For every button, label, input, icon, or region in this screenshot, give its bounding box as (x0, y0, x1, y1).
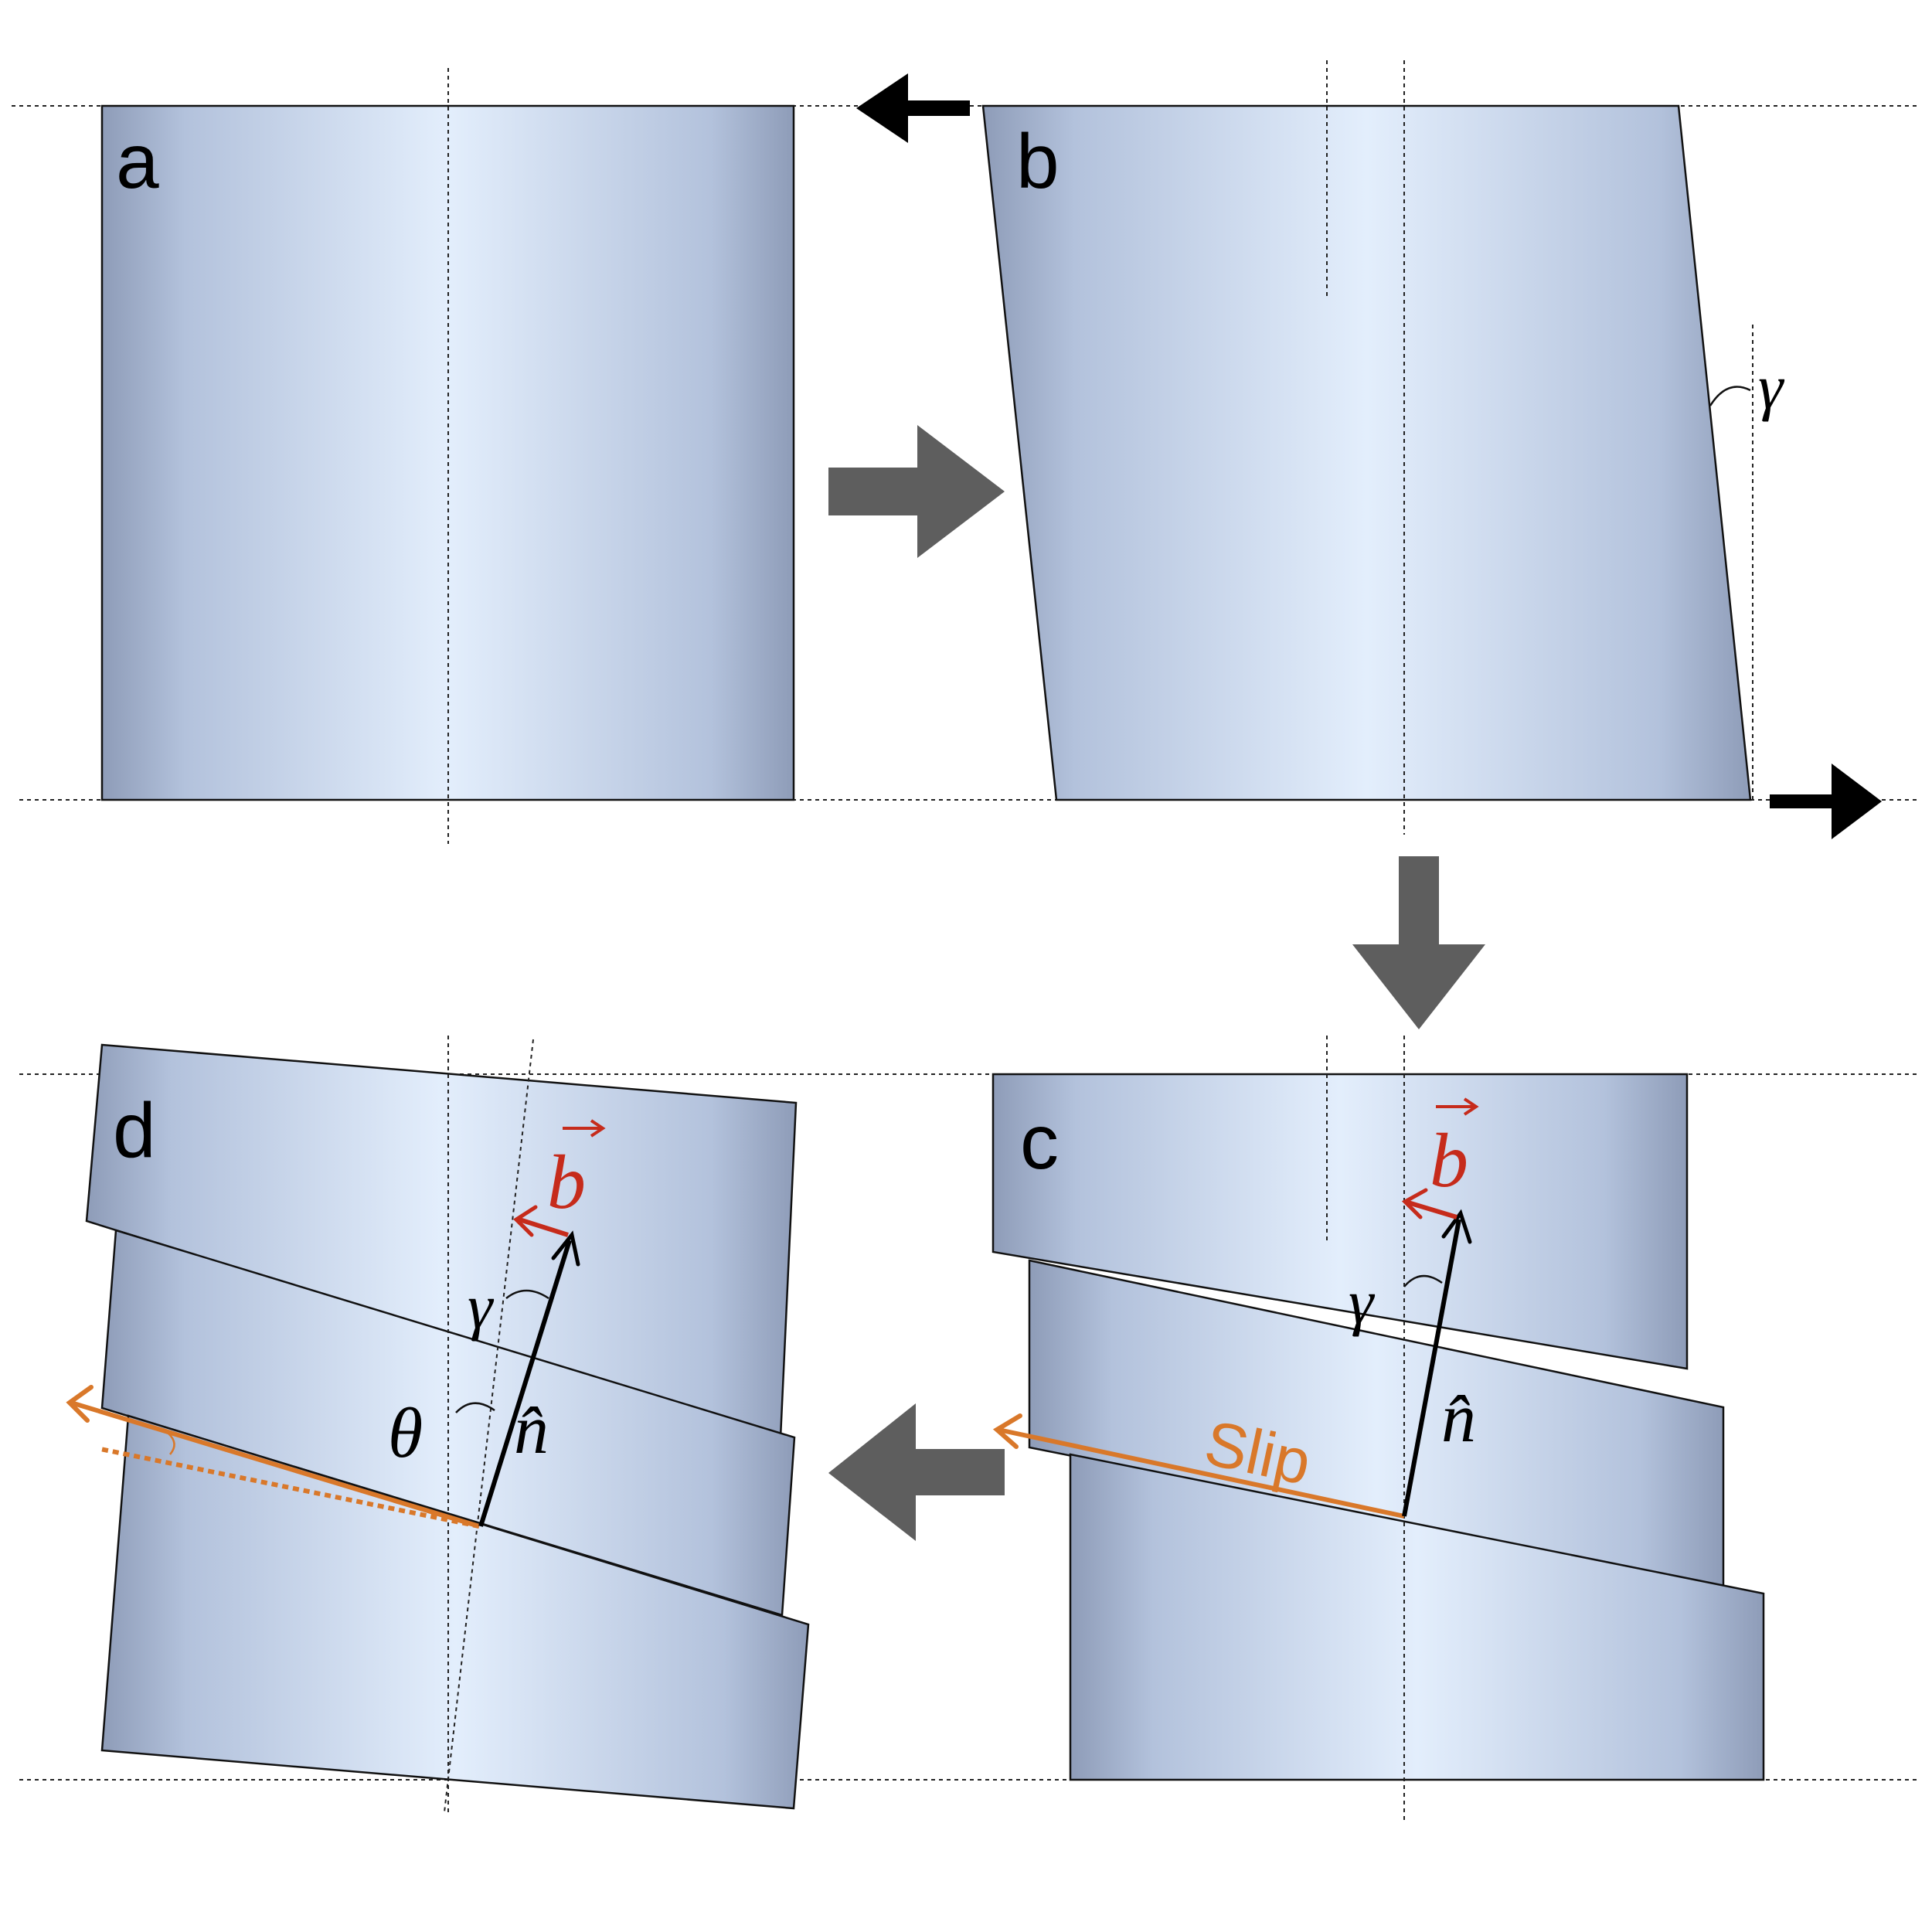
burgers-arrowhead-c (1401, 1188, 1428, 1219)
gamma-label-c: γ (1349, 1267, 1376, 1337)
b-vector-label-d: b (547, 1139, 586, 1225)
normal-arrowhead-d (551, 1230, 580, 1267)
burgers-vector-c (1407, 1200, 1458, 1219)
b-vector-accent-d (563, 1119, 606, 1138)
gamma-label-d: γ (468, 1271, 495, 1342)
gamma-angle-arc-b (1709, 386, 1751, 406)
theta-label-d: θ (388, 1393, 423, 1472)
normal-arrowhead-c (1441, 1209, 1472, 1244)
slip-angle-arc-d (168, 1433, 175, 1455)
tilted-axis-d (444, 1039, 534, 1813)
slip-arrow-c (998, 1427, 1405, 1519)
crystal-slab-c-bottom (1069, 1453, 1765, 1781)
n-hat-label-c: n̂ (1441, 1380, 1476, 1457)
panel-label-a: a (116, 118, 159, 205)
gamma-angle-arc-c (1403, 1275, 1443, 1287)
b-vector-accent-c (1436, 1097, 1479, 1116)
crystal-slab-c-top (992, 1073, 1689, 1370)
flow-arrow-a-to-b (828, 425, 1005, 558)
shear-arrow-bottom-right (1770, 764, 1882, 839)
slip-arrowhead-c (992, 1413, 1022, 1449)
panel-d: n̂ b γ θ d (66, 1036, 810, 1816)
panel-c: Slip n̂ b γ c (992, 1036, 1765, 1824)
gamma-angle-arc-d (505, 1289, 549, 1300)
theta-angle-arc-d (455, 1402, 495, 1413)
burgers-vector-d (519, 1217, 569, 1237)
normal-vector-c (1402, 1219, 1461, 1517)
panel-a: a (100, 68, 795, 844)
flow-arrow-c-to-d (828, 1403, 1005, 1541)
crystal-slab-d-bottom (100, 1414, 810, 1810)
panel-label-c: c (1020, 1099, 1059, 1185)
panel-label-b: b (1016, 118, 1060, 205)
burgers-arrowhead-d (513, 1205, 538, 1237)
gamma-label-b: γ (1758, 352, 1785, 422)
n-hat-label-d: n̂ (514, 1392, 549, 1468)
panel-label-d: d (113, 1087, 156, 1174)
normal-vector-d (478, 1240, 572, 1527)
crystal-block-a (100, 104, 795, 801)
b-vector-label-c: b (1430, 1117, 1468, 1203)
panel-b: γ b (981, 60, 1785, 835)
slip-arrow-d (70, 1400, 480, 1529)
slip-arrowhead-d (66, 1385, 94, 1423)
shear-arrow-top-left (856, 73, 970, 143)
flow-arrow-b-to-c (1352, 856, 1485, 1029)
crystal-block-b (981, 104, 1752, 801)
